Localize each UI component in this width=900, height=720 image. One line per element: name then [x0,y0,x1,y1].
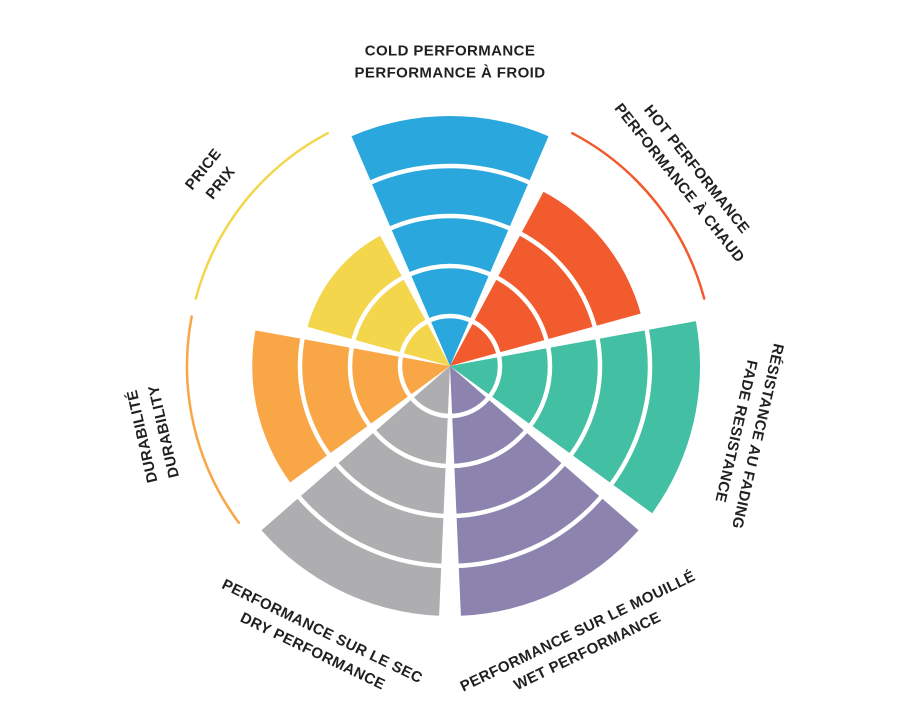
max-scale-arc-price [194,131,329,300]
label-line-cold-performance-0: COLD PERFORMANCE [365,42,536,59]
wedge-fade-resistance [450,321,700,514]
wedge-dry-performance [261,366,450,616]
ring-divider-layer [247,163,653,569]
label-cold-performance: COLD PERFORMANCE PERFORMANCE À FROID [355,42,546,81]
ring-divider-1 [397,313,503,419]
ring-divider-3 [297,213,603,519]
outer-arc-layer [185,131,706,524]
label-line-cold-performance-1: PERFORMANCE À FROID [355,64,546,81]
ring-divider-4 [247,163,653,569]
wedge-wet-performance [450,366,639,616]
label-line-hot-performance-1: PERFORMANCE À CHAUD [611,100,748,266]
max-scale-arc-hot-performance [571,131,706,300]
wedge-layer [250,115,700,616]
ring-divider-2 [347,263,553,469]
max-scale-arc-durability [185,315,241,524]
wedge-cold-performance [351,115,549,366]
